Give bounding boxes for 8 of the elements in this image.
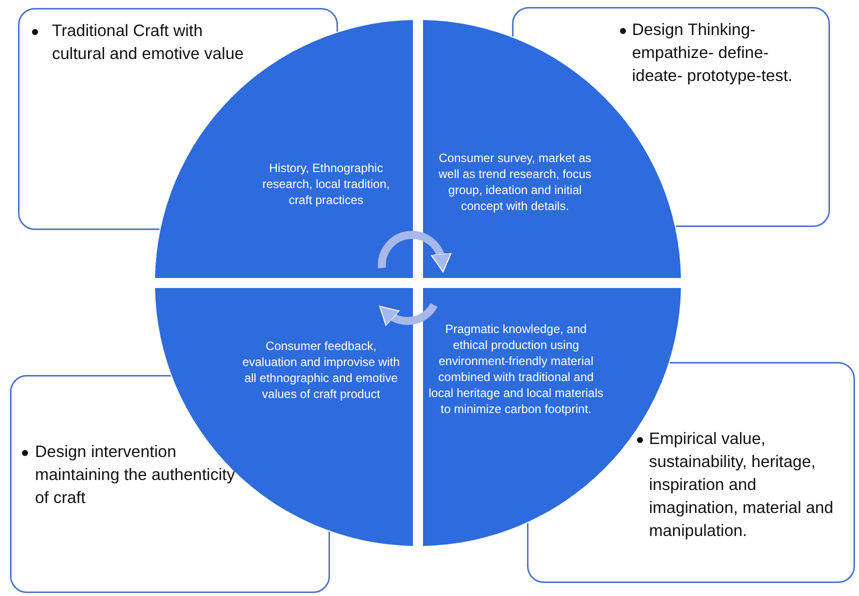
step-text: Empirical value, sustainability, heritage, inspiration and imagination, material and manipulation. (649, 429, 834, 542)
step-text: Consumer survey, market as well as trend research, focus group, ideation and initial concept with details. (438, 150, 592, 214)
step-text: Design Thinking- empathize- define- ideate- prototype-test. (632, 20, 794, 87)
step-text: Traditional Craft with cultural and emotive value (52, 21, 245, 65)
step-text: Consumer feedback, evaluation and improvise with all ethnographic and emotive values of craft product (241, 338, 401, 402)
step-text: Pragmatic knowledge, and ethical production using environment-friendly material combined with traditional and local heritage and local materials to minimize carbon footprint. (428, 321, 604, 417)
step-text: Design intervention maintaining the authenticity of craft (35, 442, 235, 509)
step-text: History, Ethnographic research, local tradition, craft practices (261, 160, 391, 208)
